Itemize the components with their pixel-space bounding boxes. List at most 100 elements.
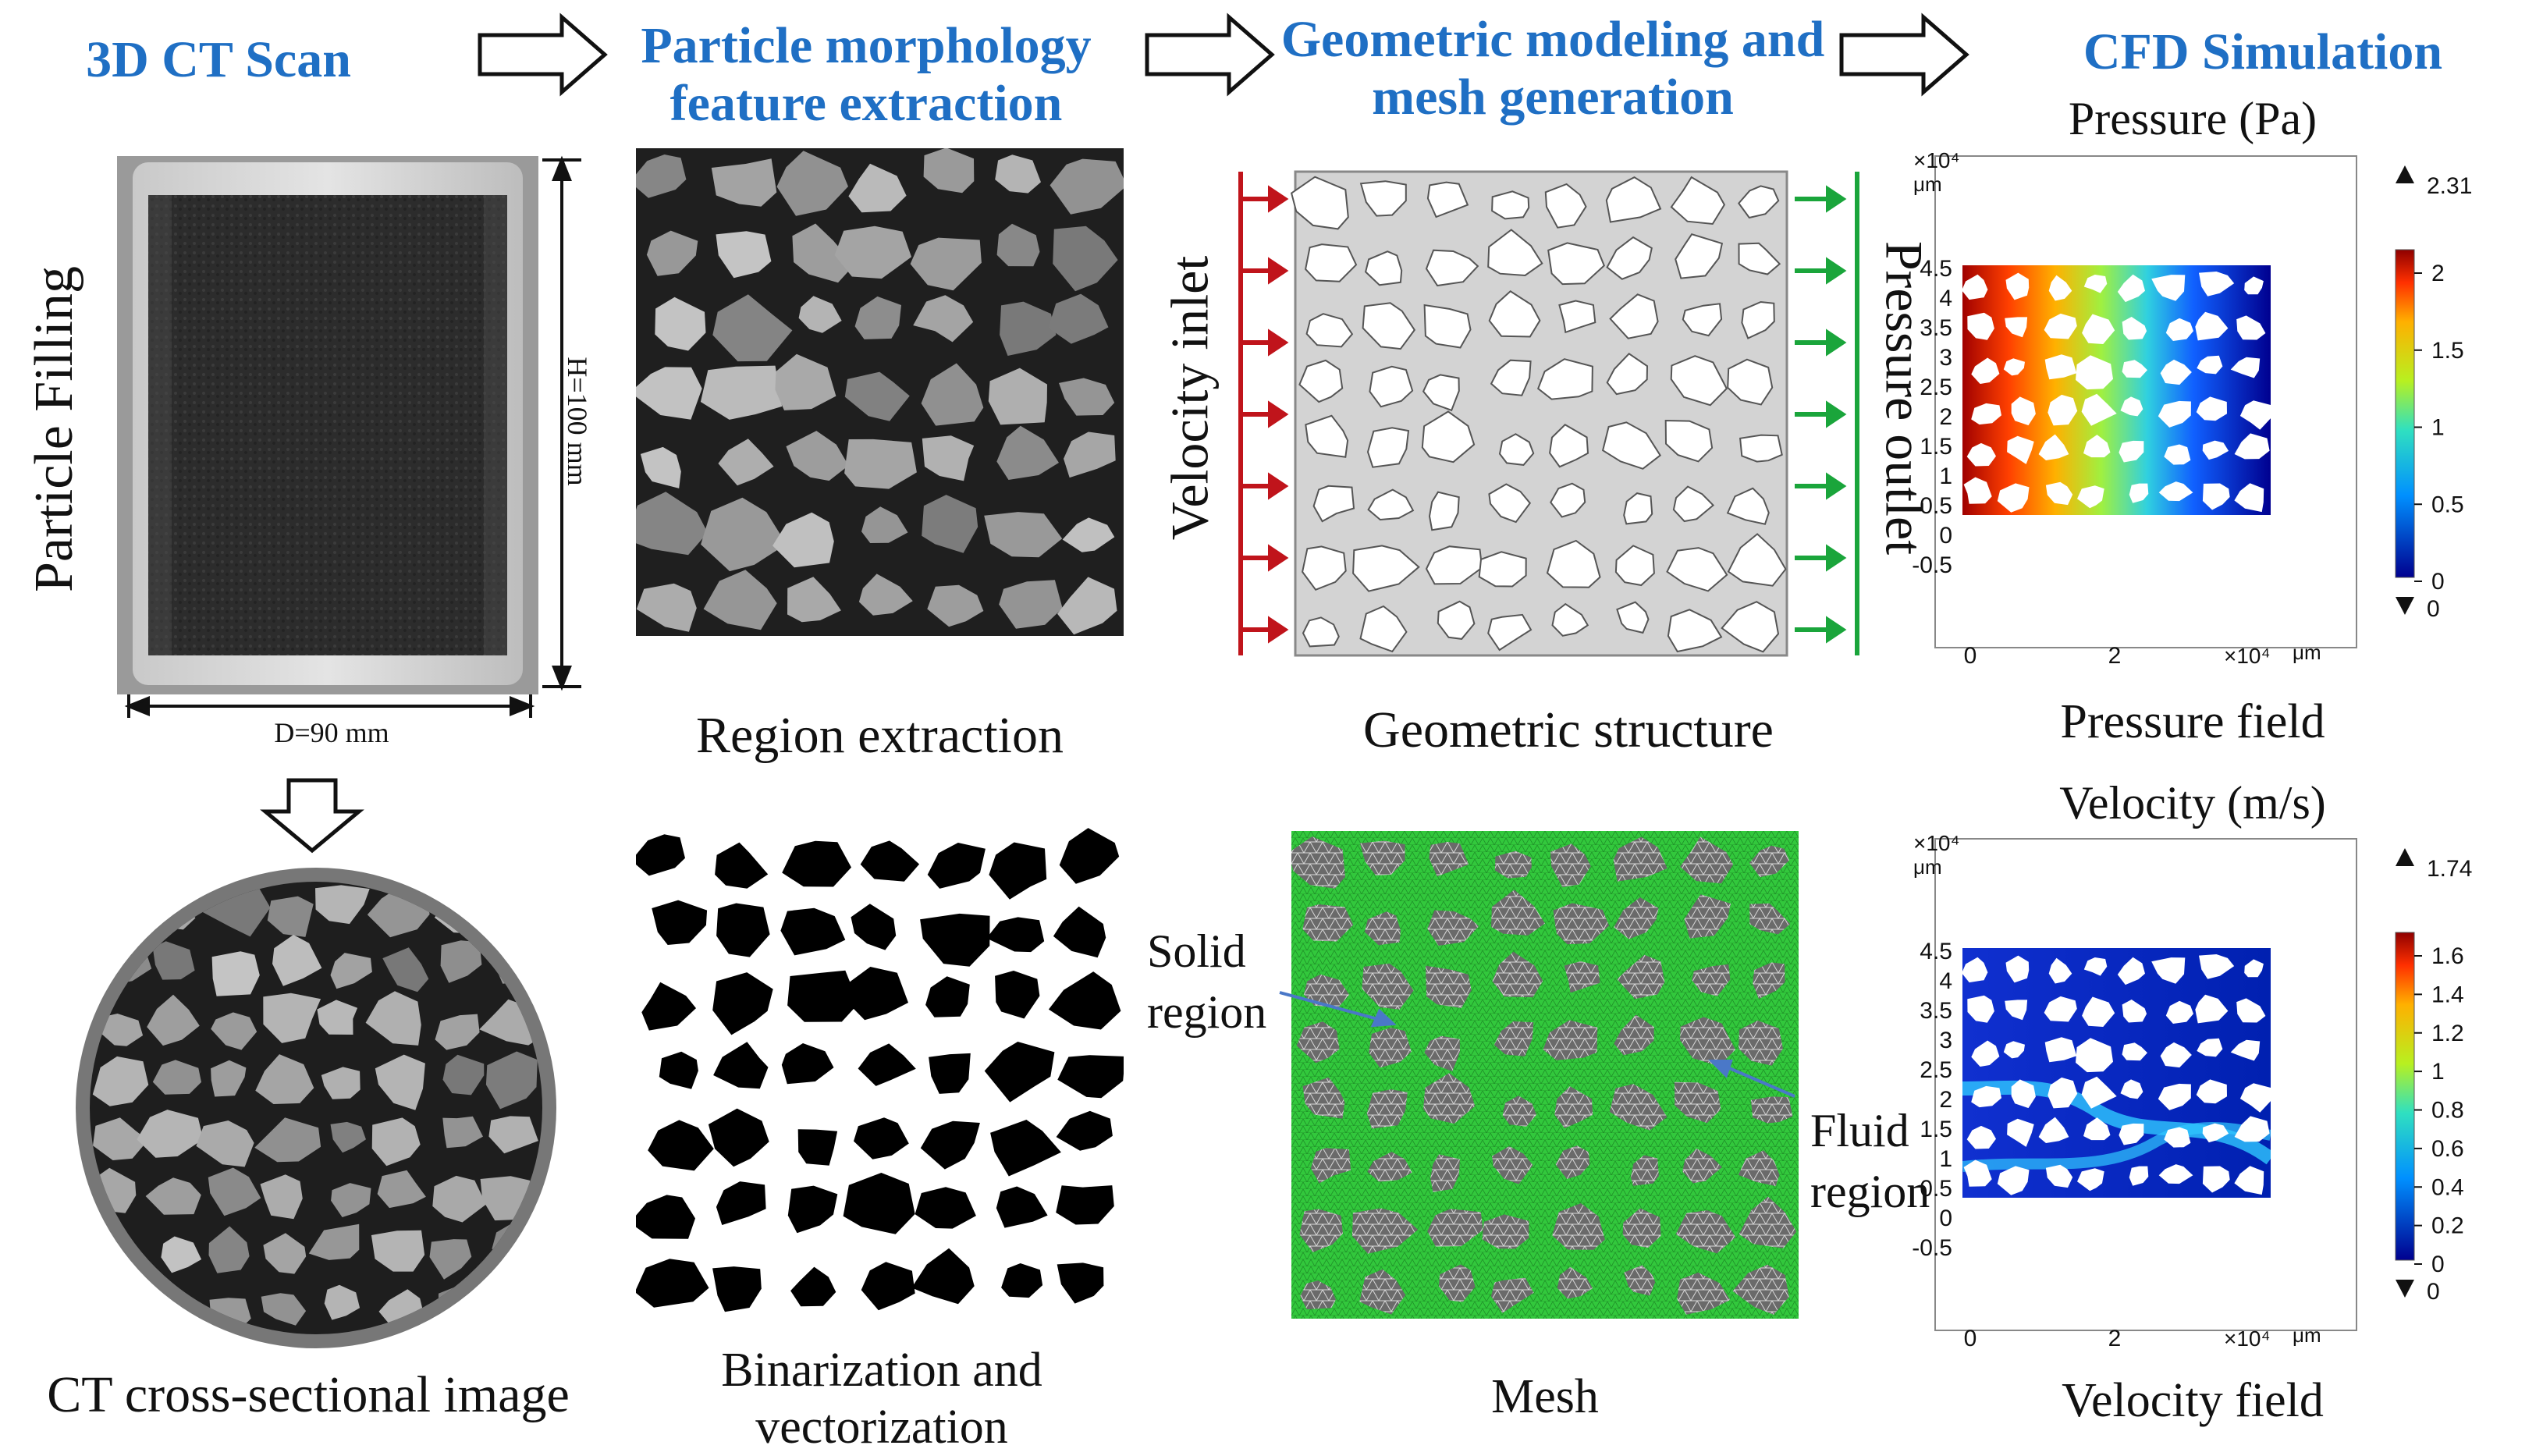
binary-grain bbox=[648, 1120, 714, 1171]
mesh-particle bbox=[1302, 1077, 1345, 1119]
height-label: H=100 mm bbox=[562, 357, 593, 486]
x-axis-exponent: ×10⁴ bbox=[2224, 644, 2271, 668]
region-grain bbox=[1059, 378, 1115, 416]
mesh-particle bbox=[1613, 836, 1668, 882]
solid-region-label: Solid region bbox=[1147, 925, 1267, 1038]
binary-grain bbox=[847, 967, 908, 1021]
region-grain bbox=[854, 296, 901, 339]
solid-particle bbox=[2129, 483, 2149, 503]
mesh-particle bbox=[1310, 1148, 1351, 1184]
binary-grain bbox=[996, 1186, 1048, 1228]
region-grain bbox=[844, 371, 910, 421]
mesh-particle bbox=[1482, 1214, 1529, 1249]
solid-particle bbox=[2048, 1077, 2078, 1109]
binary-grain bbox=[716, 903, 770, 957]
ct-grain bbox=[211, 951, 260, 996]
y-axis-exponent: ×10⁴ bbox=[1913, 148, 1960, 172]
geometry-particle bbox=[1490, 359, 1532, 396]
colorbar-tick-label: 0.4 bbox=[2431, 1174, 2464, 1200]
region-grain bbox=[921, 363, 984, 426]
mesh-particle bbox=[1680, 1017, 1735, 1067]
mesh-particle bbox=[1430, 1154, 1460, 1192]
geometry-particle bbox=[1421, 410, 1476, 463]
geometry-particle bbox=[1425, 545, 1483, 585]
ct-grain bbox=[324, 1284, 360, 1320]
ct-grain bbox=[261, 1293, 307, 1326]
solid-particle bbox=[2196, 1079, 2227, 1104]
geometry-particle bbox=[1359, 180, 1407, 217]
caption-mesh: Mesh bbox=[1491, 1370, 1599, 1423]
solid-particle bbox=[2007, 435, 2034, 464]
geometry-particle bbox=[1664, 419, 1714, 463]
solid-particle bbox=[1997, 1166, 2030, 1195]
solid-particle bbox=[2160, 1042, 2192, 1068]
mesh-particle bbox=[1753, 962, 1785, 1000]
region-grain bbox=[922, 435, 975, 481]
region-grain bbox=[716, 231, 772, 279]
mesh-particle bbox=[1359, 1269, 1406, 1315]
y-axis-exponent: ×10⁴ bbox=[1913, 831, 1960, 855]
min-value-label: 0 bbox=[2427, 596, 2440, 622]
binary-grain bbox=[1053, 906, 1106, 958]
binary-grain bbox=[1056, 1185, 1114, 1225]
mesh-particle bbox=[1364, 911, 1401, 946]
region-grain bbox=[636, 154, 687, 198]
geometry-particle bbox=[1364, 250, 1403, 286]
dimension-lines bbox=[124, 155, 581, 718]
header-morphology: Particle morphology feature extraction bbox=[641, 17, 1092, 132]
solid-particle bbox=[1967, 312, 1994, 340]
colorbar-tick-label: 1.4 bbox=[2431, 982, 2464, 1007]
ct-grain bbox=[315, 885, 370, 925]
y-tick-label: 4 bbox=[1939, 286, 1952, 311]
x-axis-unit: μm bbox=[2293, 641, 2321, 664]
outlet-arrow-icon bbox=[1795, 472, 1847, 500]
mesh-particle bbox=[1553, 903, 1610, 945]
geometry-particle bbox=[1670, 355, 1728, 407]
ct-grain bbox=[488, 1116, 538, 1154]
solid-particle bbox=[1997, 483, 2030, 513]
mesh-particle bbox=[1674, 1081, 1721, 1124]
mesh-particle bbox=[1367, 1152, 1412, 1182]
x-tick-label: 2 bbox=[2108, 1326, 2122, 1351]
mesh-particle bbox=[1749, 903, 1791, 935]
ct-grain bbox=[94, 1289, 139, 1326]
solid-particle bbox=[2158, 400, 2191, 428]
y-tick-label: -0.5 bbox=[1912, 1235, 1952, 1261]
ct-grain bbox=[442, 1116, 483, 1149]
binary-grain bbox=[782, 840, 851, 887]
binary-grain bbox=[989, 842, 1047, 900]
arrow-right-icon bbox=[478, 12, 608, 97]
binary-grain bbox=[911, 1248, 975, 1305]
binary-grain bbox=[787, 970, 859, 1022]
velocity-inlet-label: Velocity inlet bbox=[1160, 255, 1220, 541]
geometry-particle bbox=[1614, 545, 1655, 587]
ct-grain bbox=[483, 886, 542, 936]
geometry-particle bbox=[1605, 176, 1662, 223]
region-grain bbox=[787, 577, 841, 623]
solid-particle bbox=[2158, 1083, 2191, 1110]
solid-particle bbox=[2082, 314, 2115, 344]
solid-particle bbox=[2122, 360, 2147, 378]
ct-grain bbox=[255, 1054, 314, 1104]
solid-particle bbox=[2048, 957, 2072, 984]
solid-particle bbox=[2038, 1117, 2069, 1143]
solid-particle bbox=[2234, 433, 2270, 460]
geometry-particle bbox=[1558, 300, 1596, 334]
y-tick-label: 3 bbox=[1939, 1028, 1952, 1053]
mesh-particle bbox=[1680, 836, 1734, 884]
solid-particle bbox=[2244, 276, 2264, 295]
binary-grain bbox=[641, 982, 696, 1031]
region-grain bbox=[988, 368, 1047, 425]
y-axis-unit: μm bbox=[1913, 855, 1942, 879]
mesh-particle bbox=[1684, 894, 1731, 939]
solid-particle bbox=[2048, 394, 2078, 426]
region-grain bbox=[636, 583, 697, 632]
sample-side-label: Particle Filling bbox=[8, 156, 101, 702]
solid-particle bbox=[2202, 1166, 2230, 1193]
geometry-particle bbox=[1312, 485, 1355, 523]
geometry-particle bbox=[1666, 547, 1728, 592]
y-tick-label: 2.5 bbox=[1920, 1057, 1952, 1083]
binary-grain bbox=[708, 1108, 769, 1167]
mesh-particle bbox=[1614, 1014, 1654, 1056]
